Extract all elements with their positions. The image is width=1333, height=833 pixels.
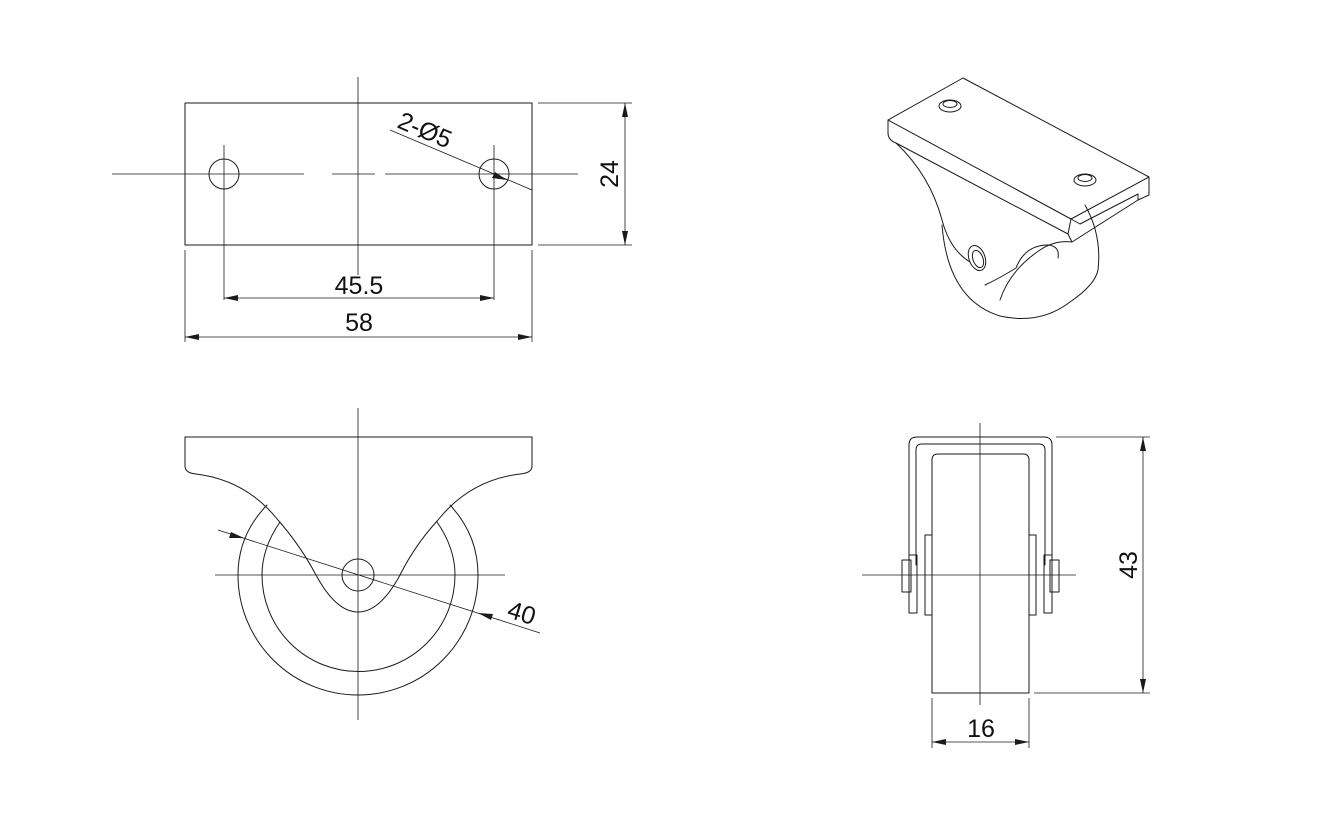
wheel-width-dimension: 16 (931, 698, 1030, 748)
iso-hole-2 (1073, 173, 1097, 187)
right-axle-nut (1049, 559, 1060, 593)
left-axle-nut (901, 559, 912, 593)
iso-wheel-face (999, 241, 1073, 301)
iso-wheel-rim (1015, 244, 1059, 269)
plate-width-dimension: 24 (538, 102, 632, 246)
top-view: 45.5 58 24 2-Ø5 (112, 77, 632, 342)
iso-bracket-side (895, 142, 971, 263)
iso-plate-edge (1067, 199, 1139, 243)
hole-diameter-value: 2-Ø5 (394, 107, 456, 154)
iso-axle-hole-inner (971, 249, 985, 269)
overall-height-dimension: 43 (1034, 436, 1150, 694)
hole-spacing-dimension: 45.5 (224, 272, 494, 301)
iso-plate-front-face (887, 119, 1072, 235)
side-view: 16 43 (862, 423, 1150, 748)
isometric-view (887, 77, 1150, 319)
overall-height-value: 43 (1115, 551, 1143, 579)
iso-bracket-side-back (1084, 204, 1100, 271)
left-bracket-leg (908, 554, 918, 614)
front-view: 40 (184, 408, 541, 720)
front-bracket-outline (184, 436, 533, 613)
hole-diameter-callout: 2-Ø5 (389, 107, 533, 191)
iso-wheel-inner-curve (984, 267, 1017, 286)
overall-length-dimension: 58 (184, 250, 533, 342)
iso-plate-top (887, 77, 1150, 220)
iso-hole-2-inner (1077, 174, 1093, 182)
wheel-diameter-value: 40 (504, 596, 539, 631)
wheel-diameter-dimension: 40 (217, 529, 541, 634)
top-plate-outline (184, 102, 533, 246)
overall-length-value: 58 (345, 309, 373, 337)
iso-plate-end (1070, 176, 1150, 225)
side-bracket-inner (915, 443, 1046, 566)
iso-wheel-outer (941, 224, 1099, 319)
wheel-width-value: 16 (967, 715, 995, 743)
hole-spacing-value: 45.5 (335, 272, 384, 300)
iso-hole-1-inner (942, 100, 958, 108)
side-wheel-body (931, 453, 1030, 694)
right-bracket-leg (1043, 554, 1053, 614)
side-bracket-outer (908, 436, 1053, 566)
iso-axle-hole (967, 244, 987, 272)
plate-width-value: 24 (596, 160, 624, 188)
iso-hole-1 (938, 99, 962, 113)
